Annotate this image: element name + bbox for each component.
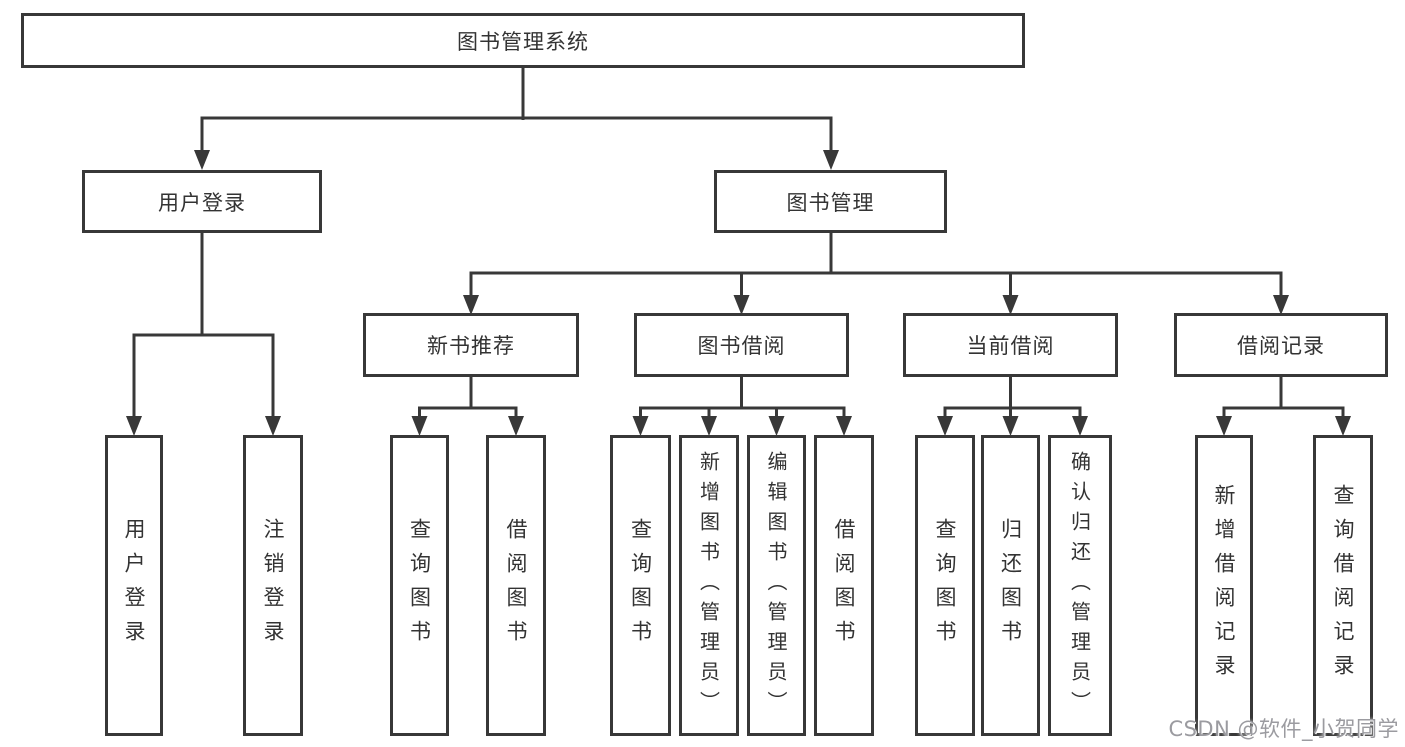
leaf-add-books-admin: 新增图书（管理员） [679,435,739,736]
leaf-return-books-label: 归还图书 [998,517,1023,654]
leaf-edit-books-admin: 编辑图书（管理员） [747,435,806,736]
connector-borrow-records-children [1216,377,1351,436]
leaf-user-login: 用户登录 [105,435,163,736]
watermark: CSDN @软件_小贺同学 [1168,717,1399,741]
connector-root-to-level1 [194,68,839,170]
node-new-book-recommend: 新书推荐 [363,313,579,377]
leaf-query-books-recommend: 查询图书 [390,435,449,736]
connector-book-borrow-children [632,377,852,436]
leaf-borrow-books-recommend-label: 借阅图书 [504,517,528,654]
leaf-add-borrow-record-label: 新增借阅记录 [1212,483,1236,688]
node-book-management: 图书管理 [714,170,947,233]
leaf-logout: 注销登录 [243,435,303,736]
node-book-management-label: 图书管理 [786,190,875,215]
node-current-borrowing: 当前借阅 [903,313,1118,377]
node-new-book-recommend-label: 新书推荐 [427,334,515,358]
connector-current-borrow-children [937,377,1088,436]
leaf-confirm-return-admin: 确认归还（管理员） [1048,435,1112,736]
leaf-query-books-borrowing: 查询图书 [610,435,671,736]
connector-user-login-children [126,232,281,436]
node-borrow-records: 借阅记录 [1174,313,1388,377]
leaf-query-borrow-record-label: 查询借阅记录 [1331,483,1355,688]
leaf-query-books-current: 查询图书 [915,435,975,736]
leaf-query-books-borrowing-label: 查询图书 [628,517,653,654]
connector-new-book-children [411,377,524,436]
leaf-borrow-books-borrowing-label: 借阅图书 [832,517,856,654]
leaf-confirm-return-admin-label: 确认归还（管理员） [1067,450,1092,721]
leaf-query-borrow-record: 查询借阅记录 [1313,435,1373,736]
leaf-user-login-label: 用户登录 [122,517,146,654]
node-root-system: 图书管理系统 [21,13,1025,68]
leaf-return-books: 归还图书 [981,435,1040,736]
node-book-borrowing-label: 图书借阅 [697,334,786,358]
leaf-query-books-recommend-label: 查询图书 [407,517,432,654]
node-current-borrowing-label: 当前借阅 [966,334,1055,358]
leaf-query-books-current-label: 查询图书 [933,517,957,654]
leaf-add-books-admin-label: 新增图书（管理员） [696,450,721,721]
leaf-borrow-books-recommend: 借阅图书 [486,435,546,736]
leaf-add-borrow-record: 新增借阅记录 [1195,435,1253,736]
leaf-borrow-books-borrowing: 借阅图书 [814,435,874,736]
node-root-system-label: 图书管理系统 [457,29,589,54]
leaf-edit-books-admin-label: 编辑图书（管理员） [764,450,788,721]
node-user-login: 用户登录 [82,170,322,233]
connector-book-management-children [463,232,1289,315]
leaf-logout-label: 注销登录 [261,517,285,654]
node-borrow-records-label: 借阅记录 [1237,334,1325,358]
node-book-borrowing: 图书借阅 [634,313,849,377]
node-user-login-label: 用户登录 [158,190,246,215]
